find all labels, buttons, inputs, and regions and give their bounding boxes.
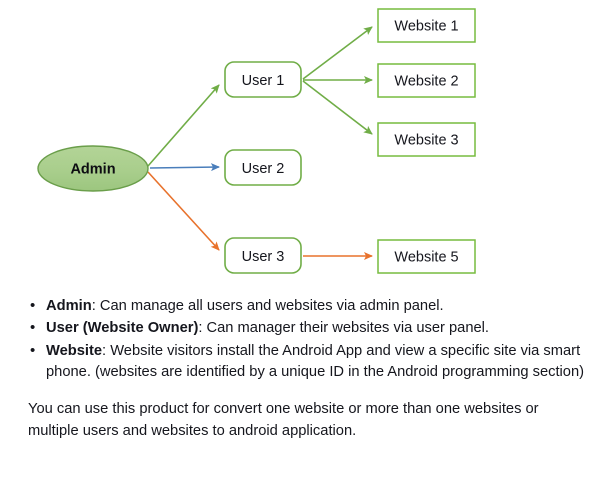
bullet-text-website: : Website visitors install the Android A… bbox=[46, 342, 585, 381]
node-user-1[interactable]: User 1 bbox=[224, 61, 302, 98]
website2-box bbox=[377, 63, 476, 98]
website3-box bbox=[377, 122, 476, 157]
closing-paragraph: You can use this product for convert one… bbox=[28, 400, 539, 439]
node-website-3[interactable]: Website 3 bbox=[377, 122, 476, 157]
list-item: Website: Website visitors install the An… bbox=[28, 340, 594, 384]
connector-user1-to-website3 bbox=[302, 80, 373, 135]
node-website-1[interactable]: Website 1 bbox=[377, 8, 476, 43]
website1-box bbox=[377, 8, 476, 43]
user2-box bbox=[224, 149, 302, 186]
bullet-text-user: : Can manager their websites via user pa… bbox=[198, 320, 489, 337]
user2-label: User 2 bbox=[242, 161, 285, 177]
list-item: Admin: Can manage all users and websites… bbox=[28, 295, 594, 317]
user1-box bbox=[224, 61, 302, 98]
user1-label: User 1 bbox=[242, 73, 285, 89]
bullet-lead-website: Website bbox=[46, 342, 103, 359]
list-item: User (Website Owner): Can manager their … bbox=[28, 317, 594, 339]
node-admin[interactable]: Admin bbox=[37, 145, 149, 192]
website1-label: Website 1 bbox=[394, 19, 458, 35]
connector-user1-to-website1 bbox=[302, 26, 373, 80]
user3-label: User 3 bbox=[242, 249, 285, 265]
admin-label: Admin bbox=[70, 162, 115, 178]
node-user-2[interactable]: User 2 bbox=[224, 149, 302, 186]
node-user-3[interactable]: User 3 bbox=[224, 237, 302, 274]
bullet-lead-user: User (Website Owner) bbox=[46, 320, 199, 337]
node-website-5[interactable]: Website 5 bbox=[377, 239, 476, 274]
definition-list: Admin: Can manage all users and websites… bbox=[28, 295, 594, 384]
website2-label: Website 2 bbox=[394, 74, 458, 90]
architecture-diagram: Admin User 1 User 2 User 3 Website 1 Web… bbox=[37, 8, 476, 274]
admin-ellipse bbox=[37, 145, 149, 192]
website5-label: Website 5 bbox=[394, 250, 458, 266]
connector-admin-to-user2 bbox=[149, 163, 220, 172]
website5-box bbox=[377, 239, 476, 274]
user3-box bbox=[224, 237, 302, 274]
bullet-lead-admin: Admin bbox=[46, 298, 92, 314]
connector-admin-to-user1 bbox=[147, 84, 220, 167]
website3-label: Website 3 bbox=[394, 133, 458, 149]
node-website-2[interactable]: Website 2 bbox=[377, 63, 476, 98]
bullet-text-admin: : Can manage all users and websites via … bbox=[91, 298, 444, 314]
connector-admin-to-user3 bbox=[147, 171, 220, 251]
description-block: Admin: Can manage all users and websites… bbox=[0, 292, 616, 484]
